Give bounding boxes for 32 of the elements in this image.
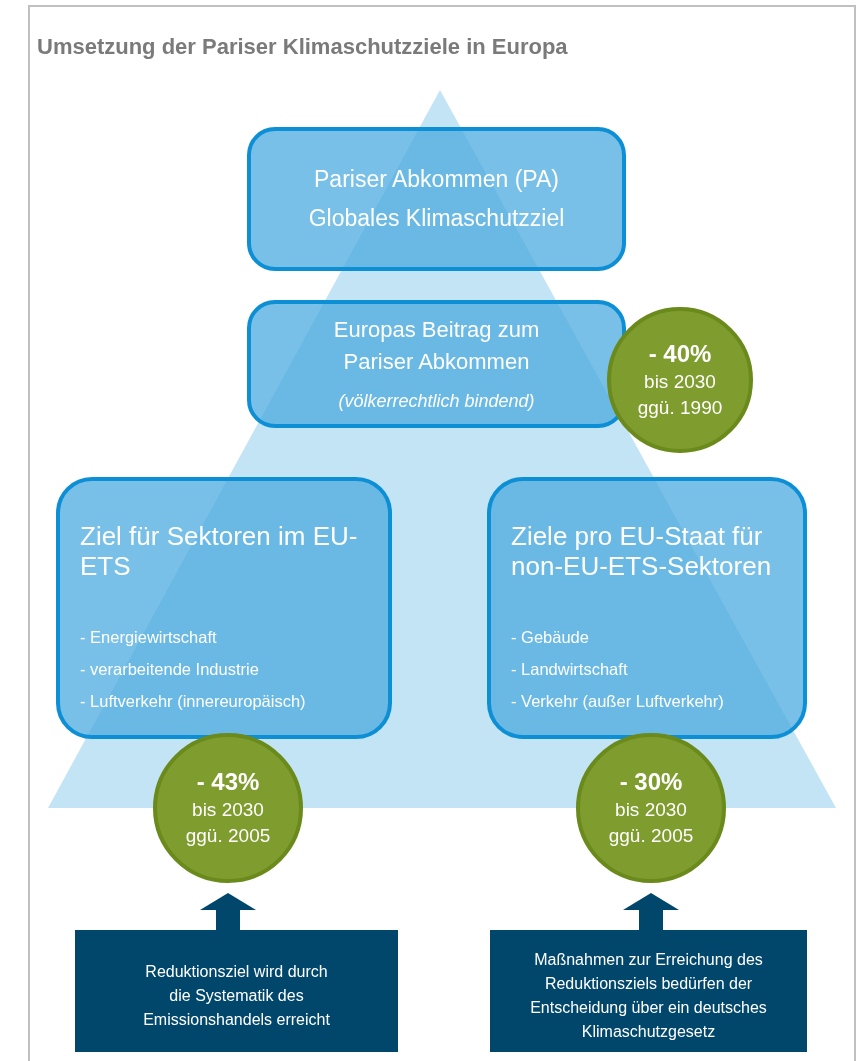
list-item: - Landwirtschaft (511, 659, 628, 680)
circle-text: bis 2030 (615, 798, 687, 822)
circle-text: bis 2030 (192, 798, 264, 822)
percentage-value: - 40% (648, 339, 712, 369)
circle-text: ggü. 2005 (185, 824, 271, 848)
circle-text: bis 2030 (644, 370, 716, 394)
list-item: - Energiewirtschaft (80, 627, 217, 648)
percentage-value: - 43% (196, 767, 260, 797)
sector-box (56, 477, 392, 739)
note-box (75, 930, 398, 1052)
goal-box (247, 127, 626, 271)
list-item: - Gebäude (511, 627, 589, 648)
note-box (490, 930, 807, 1052)
percentage-value: - 30% (619, 767, 683, 797)
circle-text: ggü. 1990 (637, 396, 723, 420)
block-arrow (623, 893, 679, 930)
box-heading: Europas Beitrag zum Pariser Abkommen (332, 315, 541, 376)
list-item: - verarbeitende Industrie (80, 659, 259, 680)
sector-box (487, 477, 807, 739)
block-arrow (200, 893, 256, 930)
box-heading: Ziele pro EU-Staat für non-EU-ETS-Sektoren (511, 521, 773, 581)
box-note: (völkerrechtlich bindend) (338, 389, 535, 413)
list-item: - Verkehr (außer Luftverkehr) (511, 691, 724, 712)
goal-box (247, 300, 626, 428)
box-text: Globales Klimaschutzziel (308, 204, 565, 233)
diagram-title: Umsetzung der Pariser Klimaschutzziele in Europa (37, 33, 568, 61)
list-item: - Luftverkehr (innereuropäisch) (80, 691, 306, 712)
note-text: Maßnahmen zur Erreichung des Reduktionsziels bedürfen der Entscheidung über ein deutsches Klimaschutzgesetz (529, 950, 768, 1042)
box-heading: Ziel für Sektoren im EU-ETS (80, 521, 359, 581)
box-text: Pariser Abkommen (PA) (314, 165, 559, 194)
note-text: Reduktionsziel wird durch die Systematik des Emissionshandels erreicht (142, 962, 331, 1030)
circle-text: ggü. 2005 (608, 824, 694, 848)
